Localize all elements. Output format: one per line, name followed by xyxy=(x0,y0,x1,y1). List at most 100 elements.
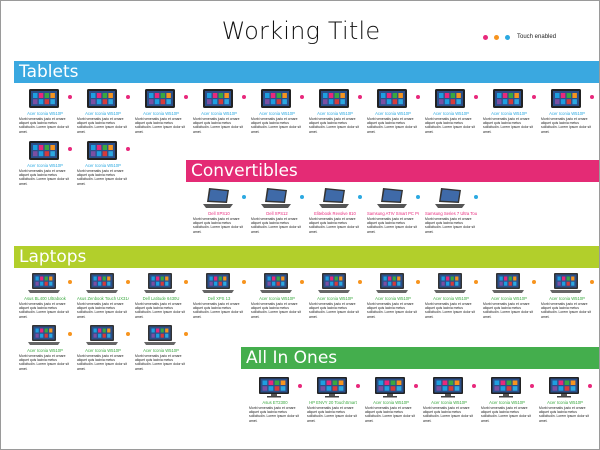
product-name-link[interactable]: Acer Iconia W510P xyxy=(201,111,237,116)
product-name-link[interactable]: Acer Iconia W510P xyxy=(431,400,467,405)
tablet-icon xyxy=(142,87,178,109)
product-name-link[interactable]: Acer Iconia W510P xyxy=(489,400,525,405)
product-description: Morbi venenatis justo et ornare aliquet … xyxy=(251,302,301,319)
product-name-link[interactable]: Acer Iconia W510P xyxy=(491,111,527,116)
product-name-link[interactable]: Acer Iconia W510P xyxy=(27,111,63,116)
product-name-link[interactable]: Asus BL400 Ultrabook xyxy=(24,296,66,301)
product-description: Morbi venenatis justo et ornare aliquet … xyxy=(309,217,359,234)
product-name-link[interactable]: Acer Iconia W510P xyxy=(317,111,353,116)
touch-indicator-dot xyxy=(472,384,476,388)
touch-indicator-dot xyxy=(416,195,420,199)
product-name-link[interactable]: Acer Iconia W510P xyxy=(85,348,121,353)
product-description: Morbi venenatis justo et ornare aliquet … xyxy=(541,117,591,134)
product-name-link[interactable]: Acer Iconia W510P xyxy=(27,348,63,353)
convertible-laptop-icon xyxy=(316,187,352,209)
product-name-link[interactable]: Acer Iconia W510P xyxy=(375,111,411,116)
product-name-link[interactable]: Acer Iconia W510P xyxy=(317,296,353,301)
laptop-icon xyxy=(200,272,236,294)
product-description: Morbi venenatis justo et ornare aliquet … xyxy=(135,354,185,371)
touch-indicator-dot xyxy=(68,332,72,336)
product-name-link[interactable]: Acer Iconia W510P xyxy=(143,348,179,353)
product-name-link[interactable]: Elitebook Revolve 810 xyxy=(314,211,356,216)
product-name-link[interactable]: Acer Iconia W510P xyxy=(547,400,583,405)
product-name-link[interactable]: Acer Iconia W510P xyxy=(373,400,409,405)
convertible-laptop-icon xyxy=(200,187,236,209)
product-name-link[interactable]: Acer Iconia W510P xyxy=(85,163,121,168)
product-name-link[interactable]: HP ENVY 20 TouchSmart xyxy=(309,400,357,405)
product-name-link[interactable]: Acer Iconia W510P xyxy=(259,111,295,116)
monitor-icon xyxy=(256,376,292,398)
product-name-link[interactable]: Acer Iconia W510P xyxy=(491,296,527,301)
product-name-link[interactable]: Asus Zenbook Touch UX31A xyxy=(77,296,129,301)
product-name-link[interactable]: Dell XPS12 xyxy=(266,211,288,216)
convertible-laptop-icon xyxy=(432,187,468,209)
product-description: Morbi venenatis justo et ornare aliquet … xyxy=(365,406,415,423)
product-name-link[interactable]: Acer Iconia W510P xyxy=(549,296,585,301)
product-name-link[interactable]: Acer Iconia W510P xyxy=(433,111,469,116)
laptop-icon xyxy=(374,272,410,294)
touch-indicator-dot xyxy=(300,195,304,199)
product-name-link[interactable]: Acer Iconia W510P xyxy=(259,296,295,301)
product-name-link[interactable]: Samsung Series 7 Ultra Touch xyxy=(425,211,477,216)
product-name-link[interactable]: Acer Iconia W510P xyxy=(143,111,179,116)
product-description: Morbi venenatis justo et ornare aliquet … xyxy=(425,217,475,234)
touch-indicator-dot xyxy=(532,280,536,284)
product-name-link[interactable]: Acer Iconia W510P xyxy=(85,111,121,116)
tablet-icon xyxy=(26,87,62,109)
touch-indicator-dot xyxy=(532,95,536,99)
product-name-link[interactable]: Acer Iconia W510P xyxy=(549,111,585,116)
product-description: Morbi venenatis justo et ornare aliquet … xyxy=(19,169,69,186)
product-name-link[interactable]: Dell Latitude 6430U xyxy=(142,296,180,301)
product-name-link[interactable]: Acer Iconia W510P xyxy=(375,296,411,301)
product-description: Morbi venenatis justo et ornare aliquet … xyxy=(19,302,69,319)
product-description: Morbi venenatis justo et ornare aliquet … xyxy=(307,406,357,423)
product-name-link[interactable]: Asus ET2300 xyxy=(262,400,288,405)
convertible-laptop-icon xyxy=(258,187,294,209)
monitor-icon xyxy=(314,376,350,398)
product-name-link[interactable]: Acer Iconia W510P xyxy=(27,163,63,168)
product-name-link[interactable]: Samsung ATIV Smart PC Pro xyxy=(367,211,419,216)
product-name-link[interactable]: Dell XPS10 xyxy=(208,211,230,216)
product-description: Morbi venenatis justo et ornare aliquet … xyxy=(425,117,475,134)
product-name-link[interactable]: Dell XPS 13 xyxy=(207,296,231,301)
product-name-link[interactable]: Acer Iconia W510P xyxy=(433,296,469,301)
touch-indicator-dot xyxy=(68,95,72,99)
product-description: Morbi venenatis justo et ornare aliquet … xyxy=(193,117,243,134)
